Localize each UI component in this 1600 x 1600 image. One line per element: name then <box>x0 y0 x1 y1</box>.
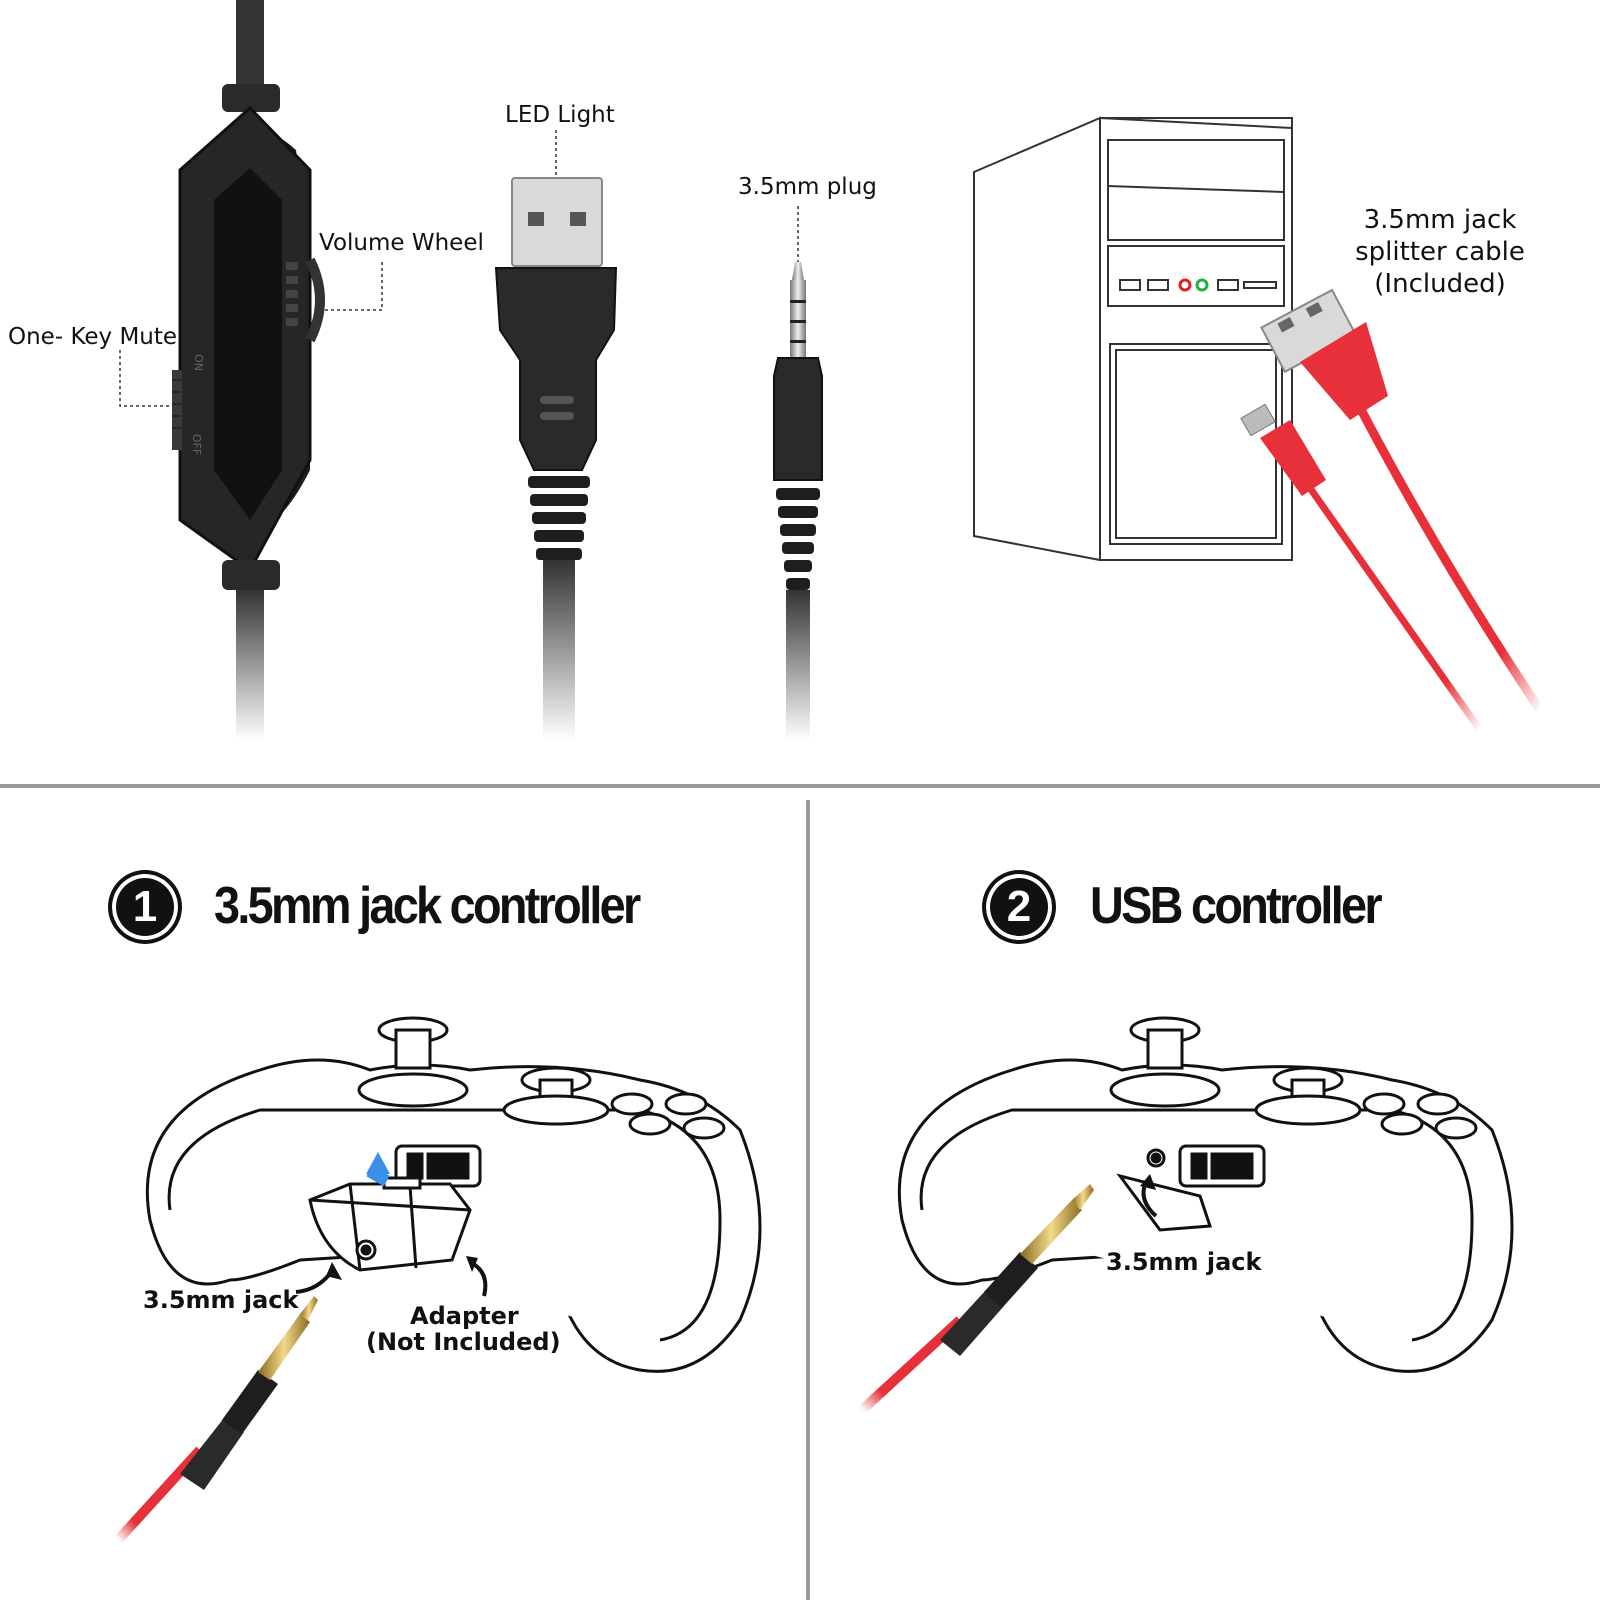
pc-tower <box>973 116 1293 562</box>
gamepad-left <box>145 1016 762 1373</box>
jack-label: 3.5mm jack <box>143 1286 299 1314</box>
splitter-cable <box>1240 288 1544 733</box>
gamepad-right <box>897 1016 1514 1373</box>
section-number-badge: 1 <box>108 870 182 944</box>
volume-wheel-label: Volume Wheel <box>319 230 484 256</box>
vertical-divider <box>806 800 810 1600</box>
audio-plug <box>773 206 823 740</box>
section-title: 3.5mm jack controller <box>214 877 641 935</box>
section-title: USB controller <box>1090 877 1383 935</box>
volume-wheel <box>286 257 325 343</box>
mute-switch <box>172 370 182 450</box>
led-light-label: LED Light <box>505 102 615 128</box>
mute-label: One- Key Mute <box>8 324 178 350</box>
inline-controller <box>119 0 383 740</box>
adapter-note: (Not Included) <box>366 1328 561 1356</box>
switch-on-mark: ON <box>191 354 205 371</box>
plug-label: 3.5mm plug <box>738 174 877 200</box>
section-number-badge: 2 <box>982 870 1056 944</box>
audio-cable-left <box>114 1296 318 1544</box>
adapter-label: Adapter <box>410 1302 519 1330</box>
switch-off-mark: OFF <box>190 433 204 456</box>
jack-label: 3.5mm jack <box>1106 1248 1262 1276</box>
splitter-label: 3.5mm jack splitter cable (Included) <box>1355 205 1525 299</box>
usb-plug <box>494 130 618 740</box>
horizontal-divider <box>0 784 1600 788</box>
audio-cable-right <box>858 1184 1094 1414</box>
